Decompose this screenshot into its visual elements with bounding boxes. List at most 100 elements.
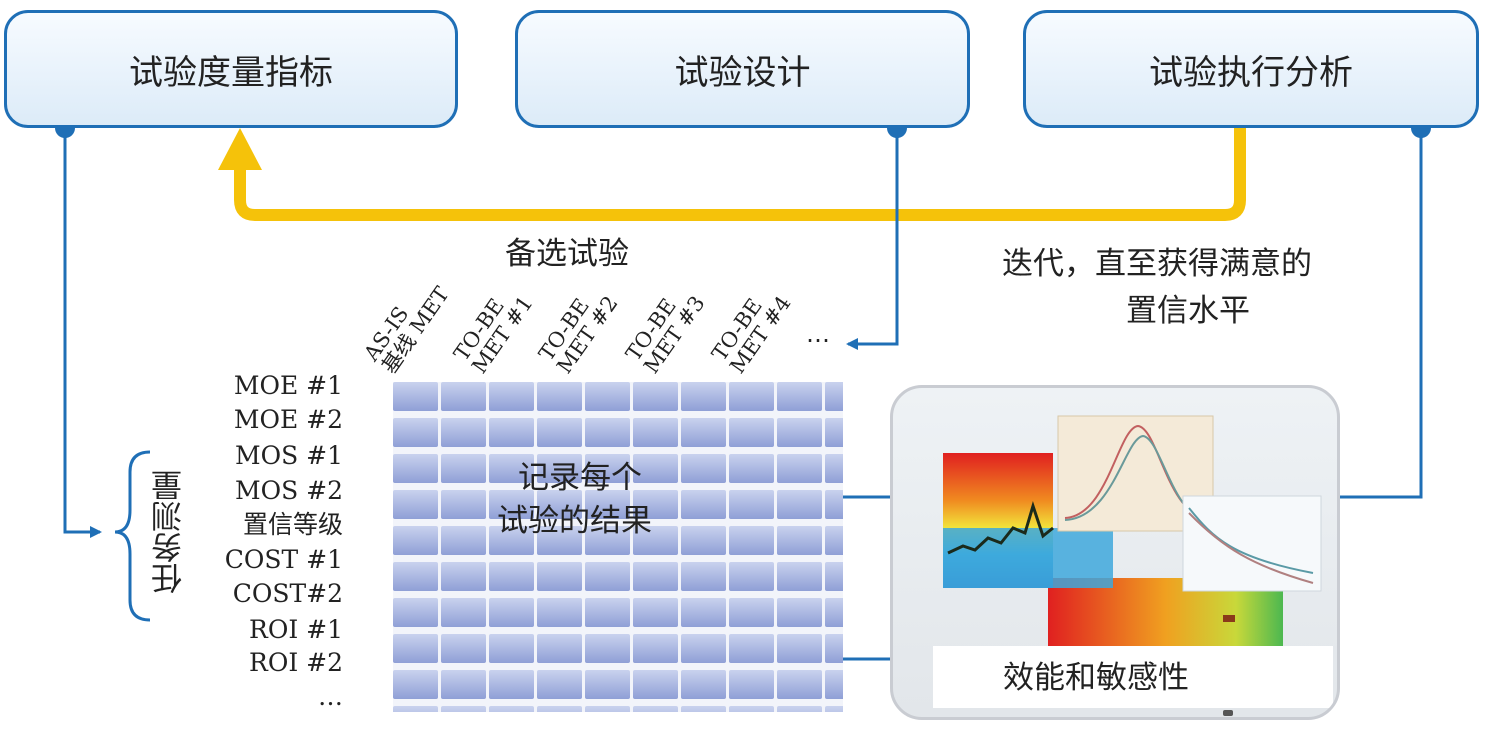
grid-cell	[537, 382, 582, 411]
grid-cell	[825, 670, 843, 699]
analysis-thumbnails-panel	[890, 385, 1340, 720]
grid-cell	[729, 562, 774, 591]
grid-cell	[393, 526, 438, 555]
grid-cell	[633, 490, 678, 519]
grid-cell	[393, 670, 438, 699]
record-label-line2: 试验的结果	[497, 503, 652, 539]
grid-cell	[537, 562, 582, 591]
grid-cell	[441, 670, 486, 699]
row-label: MOS #1	[234, 441, 343, 470]
grid-cell	[729, 490, 774, 519]
row-label: MOE #2	[233, 405, 343, 434]
grid-cell	[393, 490, 438, 519]
row-label: COST #1	[224, 545, 343, 574]
grid-cell	[585, 706, 630, 712]
task-measure-label: 任务测量	[152, 470, 188, 594]
grid-cell	[681, 382, 726, 411]
grid-cell	[681, 418, 726, 447]
grid-cell	[681, 526, 726, 555]
row-label: …	[318, 682, 343, 711]
grid-cell	[441, 454, 486, 483]
grid-cell	[633, 526, 678, 555]
grid-cell	[441, 418, 486, 447]
grid-cell	[441, 706, 486, 712]
grid-cell	[489, 490, 534, 519]
grid-cell	[777, 526, 822, 555]
grid-cell	[729, 706, 774, 712]
iterate-label-line1: 迭代，直至获得满意的	[1002, 246, 1312, 282]
grid-cell	[393, 562, 438, 591]
heatmap-thumbnail-trace	[947, 501, 1054, 555]
grid-cell	[681, 670, 726, 699]
grid-cell	[489, 526, 534, 555]
heatmap-thumbnail-2-marker	[1223, 615, 1235, 622]
analysis-box-label: 试验执行分析	[1149, 52, 1353, 93]
grid-cell	[729, 454, 774, 483]
grid-cell	[825, 706, 843, 712]
row-label: MOE #1	[233, 371, 343, 400]
results-grid	[393, 382, 843, 712]
performance-caption-bg	[933, 646, 1333, 708]
design-box-label: 试验设计	[674, 52, 811, 93]
grid-cell	[777, 706, 822, 712]
analysis-box: 试验执行分析	[1023, 10, 1479, 128]
row-label: ROI #1	[249, 615, 343, 644]
grid-cell	[729, 670, 774, 699]
grid-cell	[825, 562, 843, 591]
grid-cell	[729, 382, 774, 411]
grid-cell	[537, 418, 582, 447]
grid-cell	[537, 598, 582, 627]
grid-cell	[777, 670, 822, 699]
row-label: MOS #2	[234, 476, 343, 505]
analysis-to-panel-line	[1340, 128, 1423, 499]
grid-cell	[633, 418, 678, 447]
grid-cell	[489, 706, 534, 712]
grid-cell	[441, 490, 486, 519]
metrics-box-label: 试验度量指标	[129, 52, 333, 93]
grid-cell	[393, 634, 438, 663]
metrics-to-rows-line	[63, 128, 102, 538]
grid-cell	[489, 562, 534, 591]
columns-more: …	[806, 320, 830, 348]
grid-cell	[585, 634, 630, 663]
grid-cell	[825, 418, 843, 447]
grid-cell	[441, 598, 486, 627]
grid-cell	[777, 382, 822, 411]
grid-cell	[585, 418, 630, 447]
grid-cell	[393, 382, 438, 411]
panel-indicator	[1223, 710, 1233, 716]
grid-cell	[633, 382, 678, 411]
line-chart-curve	[1188, 507, 1314, 574]
record-label-line1: 记录每个	[518, 460, 642, 496]
grid-cell	[777, 454, 822, 483]
grid-cell	[441, 526, 486, 555]
grid-cell	[441, 634, 486, 663]
candidate-trials-label: 备选试验	[505, 236, 629, 272]
grid-cell	[681, 706, 726, 712]
line-chart-curve-2	[1188, 512, 1314, 584]
grid-cell	[681, 490, 726, 519]
row-label: 置信等级	[242, 510, 343, 539]
iterate-label-line2: 置信水平	[1126, 293, 1250, 329]
grid-cell	[825, 526, 843, 555]
grid-cell	[585, 562, 630, 591]
grid-cell	[729, 526, 774, 555]
grid-cell	[441, 562, 486, 591]
grid-cell	[537, 490, 582, 519]
iterate-arrow	[234, 128, 1246, 221]
performance-label: 效能和敏感性	[1003, 660, 1189, 696]
grid-cell	[681, 634, 726, 663]
metrics-box: 试验度量指标	[4, 10, 458, 128]
thumbnails-collage	[933, 415, 1333, 716]
grid-cell	[633, 670, 678, 699]
grid-cell	[777, 490, 822, 519]
distribution-curve-2	[1064, 434, 1209, 521]
grid-cell	[729, 418, 774, 447]
grid-cell	[633, 562, 678, 591]
grid-cell	[537, 634, 582, 663]
grid-cell	[585, 670, 630, 699]
grid-cell	[393, 418, 438, 447]
grid-cell	[681, 562, 726, 591]
row-label: COST#2	[232, 579, 343, 608]
grid-cell	[825, 490, 843, 519]
